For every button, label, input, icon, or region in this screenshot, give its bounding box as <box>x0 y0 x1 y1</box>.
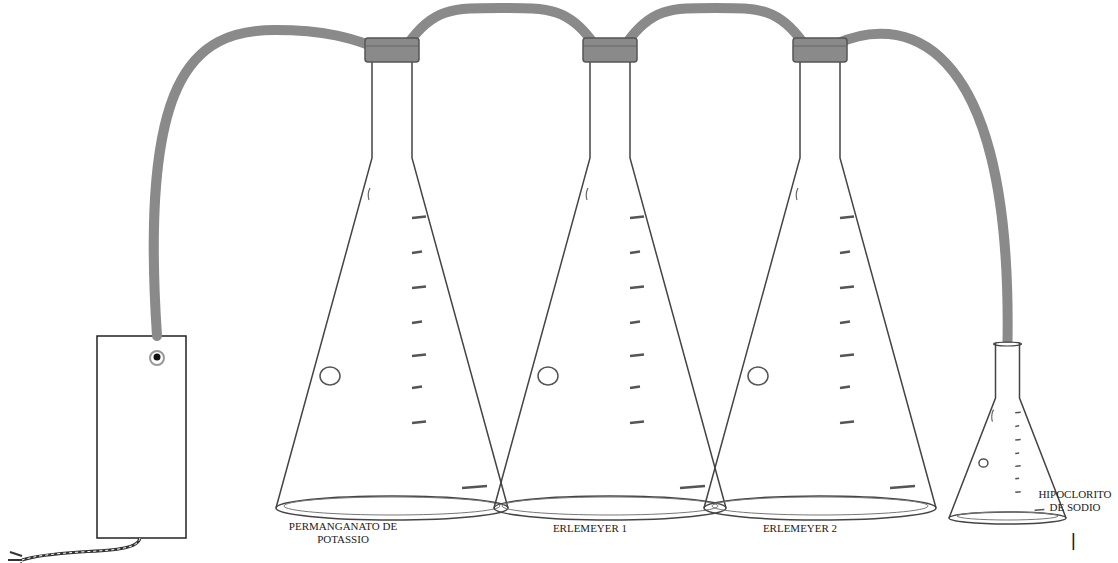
graduation-mark <box>840 322 850 324</box>
glass-reflection <box>368 188 370 200</box>
graduation-mark <box>840 422 854 424</box>
glass-reflection <box>992 410 994 422</box>
graduation-mark <box>890 486 915 488</box>
graduation-mark <box>630 355 644 357</box>
flask-base <box>494 496 726 520</box>
flask-base <box>276 496 508 520</box>
rubber-tube <box>626 8 804 44</box>
flask-drawing <box>490 38 730 520</box>
flask-logo <box>538 367 558 385</box>
graduation-mark <box>840 287 854 289</box>
flask-drawing <box>272 38 512 520</box>
graduation-mark <box>680 486 705 488</box>
stopper-rim <box>365 46 419 47</box>
flask-outline <box>704 58 936 508</box>
stopper <box>365 38 419 62</box>
graduation-mark <box>630 387 640 389</box>
graduation-mark <box>630 217 644 219</box>
pump-tube <box>154 30 372 336</box>
stopper-rim <box>583 46 637 47</box>
graduation-mark <box>462 486 487 488</box>
flask-base-inner <box>502 497 718 515</box>
pump-box <box>97 336 186 538</box>
flask-label: HIPOCLORITO DE SODIO <box>1037 488 1113 514</box>
graduation-mark <box>630 252 640 254</box>
graduation-mark <box>412 422 426 424</box>
cursor-mark: | <box>1071 530 1076 551</box>
flask-logo <box>979 459 988 467</box>
graduation-mark <box>840 217 854 219</box>
flask-logo <box>320 367 340 385</box>
flask-base <box>949 512 1066 524</box>
graduation-mark <box>1015 412 1020 414</box>
erlenmeyer-flask: ERLEMEYER 2 <box>700 38 940 537</box>
graduation-mark <box>630 322 640 324</box>
graduation-mark <box>412 322 422 324</box>
pump-outlet <box>150 351 164 365</box>
graduation-mark <box>840 355 854 357</box>
graduation-mark <box>1015 491 1020 493</box>
graduation-mark <box>412 252 422 254</box>
graduation-mark <box>630 422 644 424</box>
glass-reflection <box>796 188 798 200</box>
graduation-mark <box>1015 465 1020 467</box>
flask-base-inner <box>712 497 928 515</box>
flask-outline <box>276 58 508 508</box>
flask-logo <box>748 367 768 385</box>
stopper <box>583 38 637 62</box>
rubber-tube <box>408 8 594 44</box>
flask-drawing <box>700 38 940 520</box>
pump-outlet-dot <box>154 354 161 361</box>
power-cord <box>22 538 140 560</box>
flask-outline <box>494 58 726 508</box>
flask-label: ERLEMEYER 2 <box>745 522 855 535</box>
power-cord-texture <box>22 538 140 560</box>
graduation-mark <box>1015 425 1019 427</box>
flask-label: PERMANGANATO DE POTASSIO <box>280 520 406 546</box>
flask-label: ERLEMEYER 1 <box>535 522 645 535</box>
flask-base-inner <box>284 497 500 515</box>
stopper <box>793 38 847 62</box>
flask-base-inner <box>957 512 1058 520</box>
erlenmeyer-flask: HIPOCLORITO DE SODIO <box>945 343 1115 530</box>
flask-mouth <box>994 342 1022 346</box>
graduation-mark <box>412 387 422 389</box>
erlenmeyer-flask: ERLEMEYER 1 <box>490 38 730 537</box>
graduation-mark <box>1015 439 1020 441</box>
graduation-mark <box>840 387 850 389</box>
plug-prongs <box>8 552 22 563</box>
graduation-mark <box>412 355 426 357</box>
flask-base <box>704 496 936 520</box>
glass-reflection <box>586 188 588 200</box>
graduation-mark <box>630 287 644 289</box>
erlenmeyer-flask: PERMANGANATO DE POTASSIO <box>272 38 512 548</box>
graduation-mark <box>1035 509 1045 511</box>
graduation-mark <box>412 287 426 289</box>
graduation-mark <box>840 252 850 254</box>
rubber-tube <box>836 34 1008 343</box>
graduation-mark <box>1015 477 1019 479</box>
stopper-rim <box>793 46 847 47</box>
graduation-mark <box>1015 452 1019 454</box>
graduation-mark <box>412 217 426 219</box>
